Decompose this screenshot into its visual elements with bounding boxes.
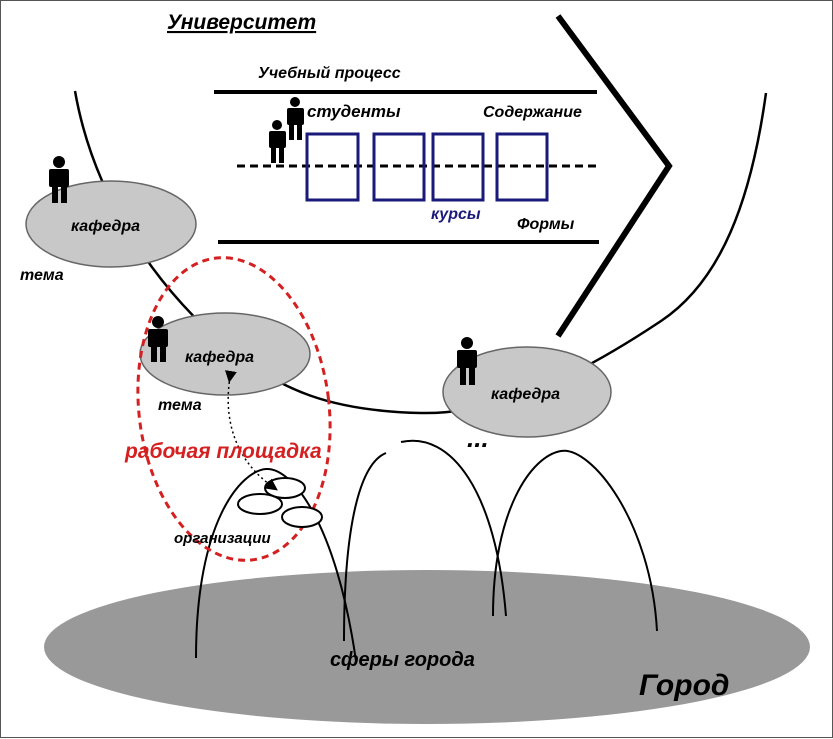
city-label: Город [639, 669, 729, 702]
workspace-dashed-ellipse [136, 256, 332, 562]
process-label: Учебный процесс [258, 65, 401, 82]
department-person-icon [148, 316, 168, 362]
organization-oval [281, 506, 323, 528]
university-title: Университет [167, 11, 316, 34]
university-boundary-curve [73, 90, 768, 415]
forms-label: Формы [517, 216, 575, 233]
sphere-arch-4 [492, 449, 658, 632]
workspace-label: рабочая площадка [124, 440, 322, 463]
department-label: кафедра [491, 386, 560, 403]
workspace-dotted-arrow [225, 370, 278, 491]
more-departments-ellipsis: ... [467, 423, 489, 453]
course-box [305, 132, 360, 202]
department-label: кафедра [71, 218, 140, 235]
sphere-arch-2 [343, 452, 387, 642]
course-box [495, 132, 549, 202]
organization-oval [264, 477, 306, 499]
department-ellipse-3 [442, 346, 612, 438]
city-ellipse [44, 570, 810, 724]
topic-label: тема [20, 267, 64, 284]
content-label: Содержание [483, 104, 582, 121]
city-spheres-label: сферы города [330, 649, 475, 671]
department-person-icon [457, 337, 477, 385]
organizations-label: организации [174, 530, 271, 547]
process-chevron [555, 14, 673, 338]
course-box [431, 132, 485, 202]
department-label: кафедра [185, 349, 254, 366]
student-person-icon [269, 120, 286, 163]
student-person-icon [287, 97, 304, 140]
students-label: студенты [307, 102, 401, 121]
course-box [372, 132, 426, 202]
department-ellipse-1 [25, 180, 197, 268]
courses-label: курсы [431, 206, 481, 223]
department-person-icon [49, 156, 69, 203]
sphere-arch-3 [400, 439, 507, 617]
topic-label: тема [158, 397, 202, 414]
organization-oval [237, 493, 283, 515]
